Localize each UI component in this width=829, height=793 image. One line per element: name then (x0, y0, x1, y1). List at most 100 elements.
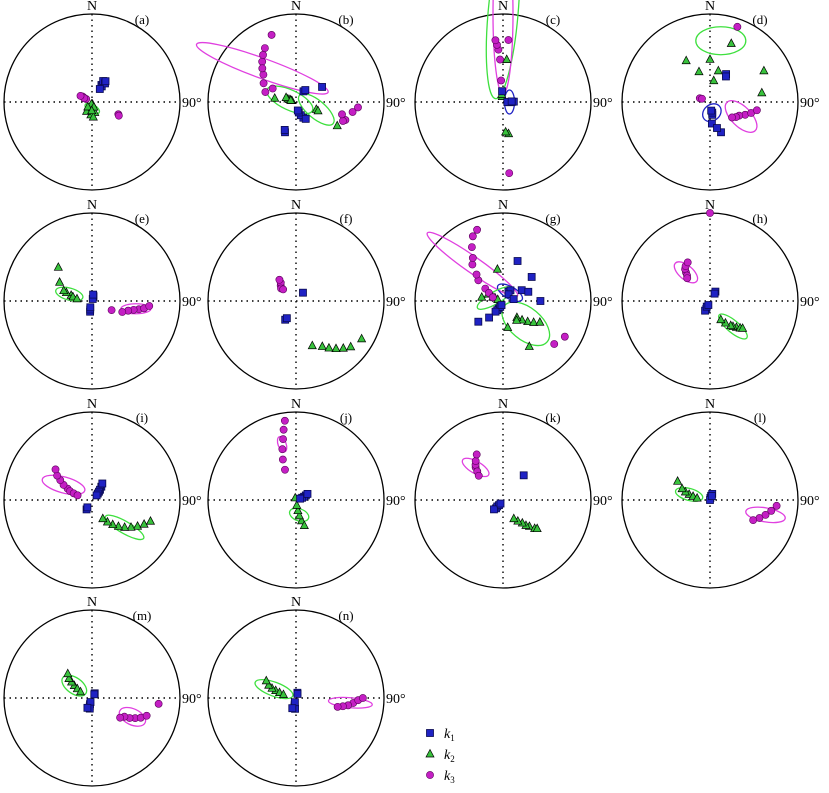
data-point-k3 (471, 457, 480, 465)
east-label: 90° (800, 494, 820, 509)
data-point-k3 (504, 36, 513, 44)
data-point-k2 (132, 521, 143, 530)
data-point-k2 (757, 87, 767, 97)
data-point-k2 (72, 293, 82, 303)
confidence-ellipse-k3 (118, 706, 147, 727)
data-point-k2 (55, 277, 65, 286)
data-point-k1 (303, 489, 312, 498)
data-point-k2 (338, 343, 348, 352)
data-point-k2 (677, 483, 687, 493)
data-point-k3 (261, 88, 270, 96)
panel-label: (d) (752, 12, 767, 27)
legend-label: k3 (444, 769, 455, 785)
stereonet-panels: N90°(a)N90°(b)N90°(c)N90°(d)N90°(e)N90°(… (3, 0, 820, 787)
confidence-ellipse-k2 (695, 26, 747, 56)
panel-label: (a) (135, 12, 149, 27)
data-point-k3 (733, 22, 742, 31)
north-label: N (87, 397, 97, 412)
data-point-k2 (346, 341, 356, 351)
legend-label: k2 (444, 748, 455, 764)
confidence-ellipse-k3 (41, 474, 86, 496)
data-point-k2 (126, 522, 136, 531)
data-point-k3 (73, 491, 82, 500)
panel-label: (c) (546, 12, 560, 27)
confidence-ellipse-k3 (745, 506, 786, 524)
data-point-k2 (509, 513, 519, 523)
stereonet-panel: N90°(g) (414, 198, 613, 390)
data-point-k3 (51, 465, 60, 474)
data-point-k3 (278, 455, 287, 464)
north-label: N (87, 0, 97, 14)
data-point-k3 (772, 501, 781, 510)
data-point-k3 (683, 274, 692, 283)
data-point-k1 (89, 290, 98, 299)
confidence-ellipse-k3 (195, 41, 329, 95)
panel-label: (e) (135, 211, 149, 226)
stereonet-panel: N90°(i) (3, 397, 202, 589)
data-point-k3 (258, 57, 267, 66)
data-point-k2 (88, 111, 98, 121)
data-point-k2 (264, 680, 274, 689)
data-point-k3 (488, 293, 497, 302)
stereonet-panel: N 90° (e) (3, 198, 202, 390)
data-point-k1 (524, 287, 533, 296)
data-point-k3 (468, 232, 477, 241)
panel-label: (h) (752, 211, 767, 226)
data-point-k2 (87, 105, 97, 115)
data-point-k1 (98, 479, 107, 488)
north-label: N (498, 0, 508, 14)
data-point-k1 (86, 303, 95, 312)
data-point-k2 (535, 317, 545, 326)
legend: k1 k2 k3 (425, 727, 455, 785)
data-point-k1 (101, 77, 110, 86)
data-point-k1 (83, 703, 92, 712)
data-point-k3 (259, 51, 267, 59)
data-point-k2 (324, 342, 334, 352)
data-point-k2 (709, 75, 719, 85)
data-point-k1 (704, 301, 713, 309)
data-point-k2 (98, 513, 108, 523)
data-point-k1 (318, 83, 326, 91)
stereonet-panel: N90°(l) (621, 397, 820, 589)
east-label: 90° (182, 295, 202, 310)
data-point-k3 (749, 516, 758, 525)
east-label: 90° (800, 295, 820, 310)
data-point-k1 (293, 690, 302, 698)
legend-item-k1: k1 (426, 727, 455, 743)
north-label: N (291, 0, 301, 14)
stereonet-panel: N90°(b) (195, 0, 406, 191)
legend-item-k2: k2 (425, 748, 455, 764)
data-point-k3 (275, 275, 284, 284)
data-point-k1 (504, 290, 513, 299)
data-point-k1 (288, 704, 297, 713)
data-point-k2 (716, 314, 726, 324)
data-point-k2 (286, 95, 296, 104)
data-point-k1 (301, 86, 310, 94)
data-point-k1 (282, 314, 291, 323)
data-point-k1 (513, 257, 522, 265)
data-point-k3 (107, 306, 116, 315)
legend-label: k1 (444, 727, 455, 743)
stereonet-panel: N90°(d) (621, 0, 820, 191)
data-point-k3 (116, 713, 124, 722)
data-point-k2 (75, 686, 86, 696)
data-point-k3 (761, 510, 770, 519)
data-point-k2 (357, 333, 367, 343)
data-point-k3 (339, 117, 347, 125)
data-point-k2 (270, 93, 280, 102)
data-point-k2 (293, 505, 303, 515)
stereonet-panel: N90°(m) (3, 595, 202, 787)
data-point-k3 (505, 169, 514, 178)
east-label: 90° (386, 692, 406, 707)
data-point-k3 (259, 70, 268, 79)
data-point-k3 (550, 340, 559, 348)
north-label: N (87, 198, 97, 213)
stereonet-panel: N90°(j) (207, 397, 406, 589)
data-point-k3 (154, 699, 163, 708)
confidence-ellipse-k2 (55, 286, 84, 302)
data-point-k2 (681, 55, 691, 65)
panel-label: (l) (754, 410, 766, 425)
data-point-k2 (145, 516, 156, 525)
data-point-k2 (332, 120, 342, 130)
data-point-k3 (258, 64, 267, 73)
